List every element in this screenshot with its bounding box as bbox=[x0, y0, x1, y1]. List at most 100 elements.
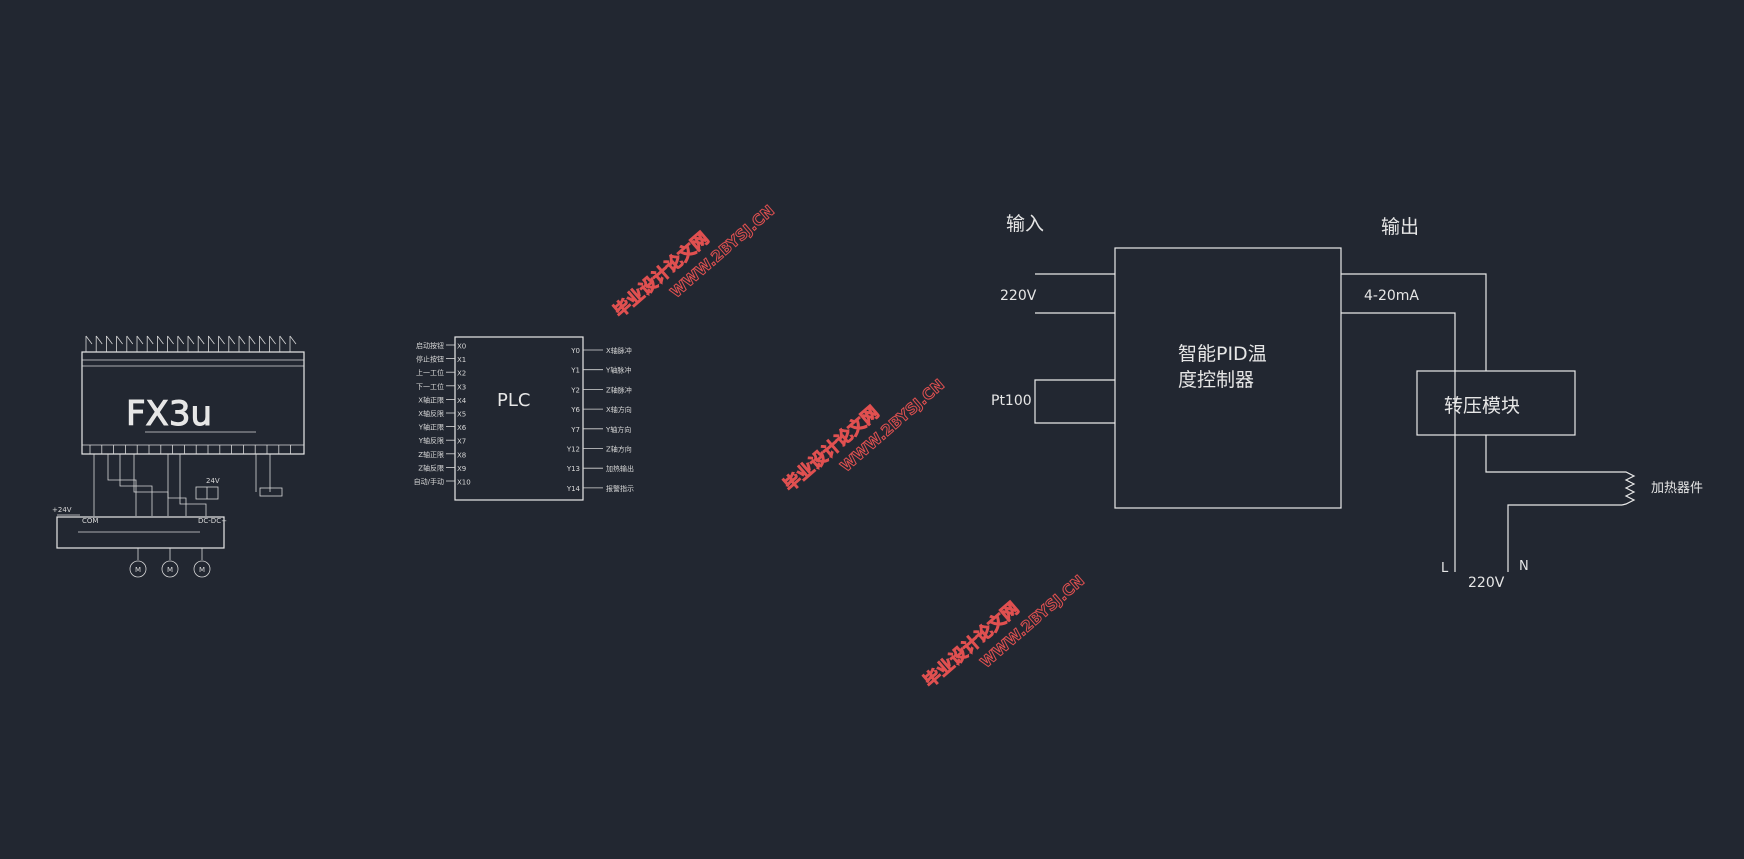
pid-controller-box bbox=[1114, 247, 1342, 509]
com-label: COM bbox=[82, 517, 98, 525]
plc-output-row: Y0 X轴脉冲 bbox=[570, 346, 632, 355]
svg-text:24V: 24V bbox=[206, 477, 220, 485]
plc-input-row: 自动/手动 X10 bbox=[414, 477, 471, 487]
plc-input-label: Z轴反限 bbox=[418, 463, 444, 472]
fx3u-top-terminal-switch bbox=[289, 335, 297, 345]
plc-input-row: Y轴反限 X7 bbox=[418, 436, 467, 446]
fx3u-model-label: FX3u bbox=[126, 394, 212, 434]
watermark-3: 毕业设计论文网 WWW.2BYSJ.CN bbox=[919, 571, 1088, 692]
plc-input-terminal: X9 bbox=[457, 465, 466, 473]
plc-input-terminal: X1 bbox=[457, 356, 466, 364]
plc-output-terminal: Y7 bbox=[570, 426, 580, 434]
fx3u-top-terminal-switch bbox=[238, 335, 246, 345]
motor-y-icon bbox=[161, 560, 179, 578]
fx3u-body bbox=[81, 351, 305, 455]
fx3u-top-terminal-switch bbox=[228, 335, 236, 345]
plc-output-label: X轴脉冲 bbox=[606, 346, 632, 355]
plc-input-terminal: X8 bbox=[457, 451, 466, 459]
plc-input-row: 启动按钮 X0 bbox=[416, 341, 466, 351]
plc-input-row: Z轴反限 X9 bbox=[418, 463, 466, 473]
plc-input-label: X轴反限 bbox=[418, 409, 444, 418]
fx3u-top-terminal-switch bbox=[248, 335, 256, 345]
plc-output-terminal: Y12 bbox=[566, 446, 580, 454]
fx3u-top-terminal-switch bbox=[187, 335, 195, 345]
plc-input-label: 下一工位 bbox=[416, 382, 444, 391]
supply-in-label: 220V bbox=[1000, 288, 1037, 304]
fx3u-bottom-terminals bbox=[89, 445, 292, 454]
controller-label-line1: 智能PID温 bbox=[1178, 343, 1267, 365]
plc-output-terminal: Y0 bbox=[570, 347, 580, 355]
fx3u-top-terminal-switch bbox=[259, 335, 266, 345]
mains-voltage-label: 220V bbox=[1468, 575, 1505, 591]
plc-input-row: X轴反限 X5 bbox=[418, 409, 466, 419]
plc-input-row: 下一工位 X3 bbox=[416, 382, 466, 392]
mains-n-label: N bbox=[1519, 559, 1529, 574]
plc-output-terminal: Y2 bbox=[570, 386, 580, 394]
plc-input-terminal: X6 bbox=[457, 424, 467, 432]
motor-z-icon bbox=[193, 560, 211, 578]
supply-label: +24V bbox=[52, 506, 72, 514]
plc-input-terminal: X10 bbox=[457, 479, 471, 487]
watermark-2: 毕业设计论文网 WWW.2BYSJ.CN bbox=[779, 375, 948, 496]
driver-label: DC-DC+ bbox=[198, 517, 227, 525]
plc-input-terminal: X5 bbox=[457, 411, 466, 419]
plc-output-label: Y轴脉冲 bbox=[605, 366, 631, 375]
fx3u-top-terminal-switch bbox=[177, 335, 185, 345]
fx3u-top-terminals bbox=[85, 335, 297, 352]
fx3u-top-terminal-switch bbox=[116, 335, 123, 345]
plc-input-label: Y轴反限 bbox=[418, 436, 444, 445]
fx3u-top-terminal-switch bbox=[126, 335, 134, 345]
fx3u-top-terminal-switch bbox=[136, 335, 144, 345]
driver-board bbox=[56, 516, 225, 549]
plc-output-label: Z轴脉冲 bbox=[606, 385, 632, 394]
plc-output-terminal: Y13 bbox=[566, 465, 580, 473]
plc-input-terminal: X3 bbox=[457, 383, 466, 391]
power-module-label: 转压模块 bbox=[1444, 395, 1520, 417]
mains-l-label: L bbox=[1441, 561, 1449, 576]
plc-output-label: Z轴方向 bbox=[606, 445, 632, 454]
plc-output-label: X轴方向 bbox=[606, 405, 632, 414]
fx3u-wiring-diagram: FX3u 24V +24V COM DC-DC+ M M M bbox=[52, 335, 305, 578]
stepper-motors: M M M bbox=[129, 548, 211, 578]
plc-input-terminal: X2 bbox=[457, 370, 466, 378]
plc-input-terminal: X0 bbox=[457, 343, 466, 351]
svg-text:M: M bbox=[135, 566, 141, 574]
plc-input-terminal: X7 bbox=[457, 438, 466, 446]
controller-label-line2: 度控制器 bbox=[1178, 369, 1254, 391]
plc-input-label: 启动按钮 bbox=[416, 341, 444, 350]
fx3u-top-terminal-switch bbox=[85, 335, 93, 345]
plc-output-row: Y14 报警指示 bbox=[566, 484, 634, 493]
pt100-loop bbox=[1034, 379, 1115, 424]
plc-output-label: Y轴方向 bbox=[605, 425, 631, 434]
input-heading: 输入 bbox=[1006, 213, 1044, 235]
fx3u-top-terminal-switch bbox=[167, 335, 174, 345]
fx3u-top-terminal-switch bbox=[146, 335, 154, 345]
svg-text:M: M bbox=[167, 566, 173, 574]
temperature-control-diagram: 输入 输出 智能PID温 度控制器 220V Pt100 4-20mA 转压模块… bbox=[991, 213, 1703, 591]
plc-output-label: 报警指示 bbox=[606, 484, 634, 493]
heater-label: 加热器件 bbox=[1651, 481, 1703, 496]
fx3u-top-terminal-switch bbox=[95, 335, 103, 345]
plc-output-terminal: Y14 bbox=[566, 485, 581, 493]
plc-box bbox=[454, 336, 584, 501]
plc-input-row: X轴正限 X4 bbox=[418, 395, 467, 405]
plc-input-label: 自动/手动 bbox=[414, 477, 444, 486]
plc-input-label: X轴正限 bbox=[418, 395, 444, 404]
plc-input-terminal: X4 bbox=[457, 397, 467, 405]
watermark-1: 毕业设计论文网 WWW.2BYSJ.CN bbox=[609, 201, 778, 322]
fx3u-top-terminal-switch bbox=[197, 335, 205, 345]
output-heading: 输出 bbox=[1381, 216, 1419, 238]
sensor-label: Pt100 bbox=[991, 393, 1032, 409]
plc-output-row: Y7 Y轴方向 bbox=[570, 425, 631, 434]
